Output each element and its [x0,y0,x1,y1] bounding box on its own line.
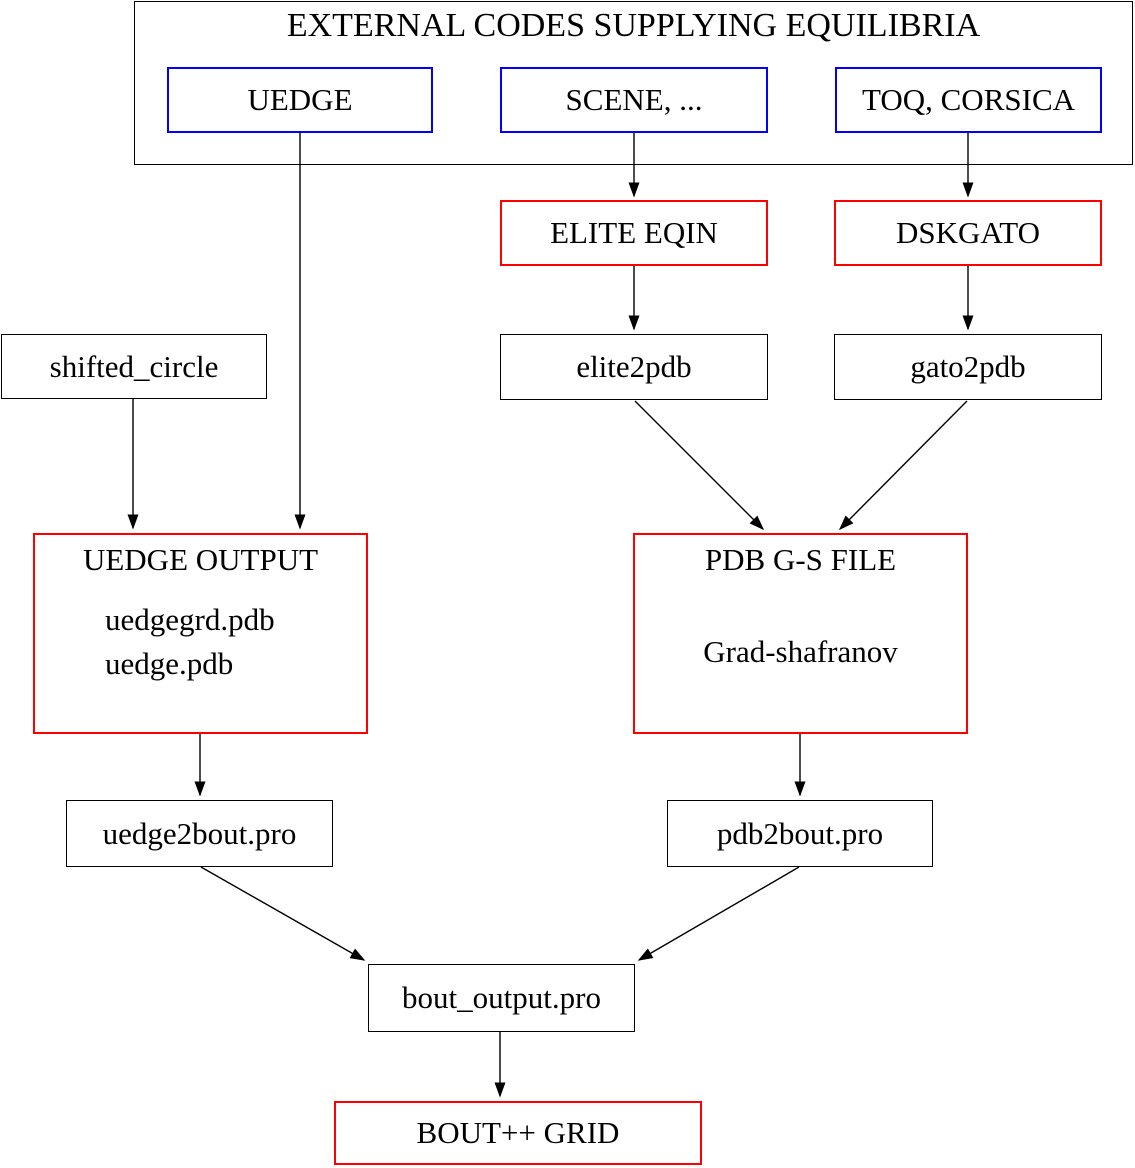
node-pdb2bout: pdb2bout.pro [667,800,933,867]
node-uedge-output-title: UEDGE OUTPUT [82,542,319,577]
uedge-output-file-2: uedge.pdb [105,646,234,681]
node-uedge-output: UEDGE OUTPUT uedgegrd.pdb uedge.pdb [33,533,368,734]
node-uedge2bout-label: uedge2bout.pro [102,815,297,851]
group-title: EXTERNAL CODES SUPPLYING EQUILIBRIA [286,7,981,44]
uedge-output-file-1: uedgegrd.pdb [105,602,275,637]
node-elite-eqin-label: ELITE EQIN [550,215,718,251]
node-elite-eqin: ELITE EQIN [500,200,768,266]
node-pdb-gs-file: PDB G-S FILE Grad-shafranov [633,533,968,734]
node-gato2pdb-label: gato2pdb [910,349,1026,385]
uedge-output-file-list: uedgegrd.pdb uedge.pdb [35,598,366,686]
node-scene-label: SCENE, ... [565,82,703,118]
node-uedge-label: UEDGE [247,82,353,118]
node-pdb-gs-file-title: PDB G-S FILE [704,542,897,577]
node-elite2pdb: elite2pdb [500,334,768,400]
node-shifted-circle: shifted_circle [1,334,267,399]
node-dskgato-label: DSKGATO [895,215,1041,251]
edge-uedge2bout-to-bout-output [200,866,366,961]
node-uedge: UEDGE [167,67,433,133]
node-toq-corsica: TOQ, CORSICA [835,67,1102,133]
edge-gato2pdb-to-pdb-gs-file [838,400,968,531]
edge-pdb2bout-to-bout-output [637,866,800,961]
node-toq-corsica-label: TOQ, CORSICA [861,82,1076,118]
node-boutpp-grid-label: BOUT++ GRID [416,1115,620,1151]
node-pdb2bout-label: pdb2bout.pro [716,815,884,851]
node-shifted-circle-label: shifted_circle [49,348,219,384]
node-scene: SCENE, ... [500,67,768,133]
edge-elite2pdb-to-pdb-gs-file [634,400,765,531]
node-pdb-gs-file-sublabel: Grad-shafranov [703,634,898,669]
node-elite2pdb-label: elite2pdb [576,349,692,385]
node-gato2pdb: gato2pdb [834,334,1102,400]
node-bout-output-label: bout_output.pro [402,980,601,1016]
node-bout-output: bout_output.pro [368,964,635,1032]
node-uedge2bout: uedge2bout.pro [66,800,333,867]
node-boutpp-grid: BOUT++ GRID [334,1101,702,1165]
node-dskgato: DSKGATO [834,200,1102,266]
